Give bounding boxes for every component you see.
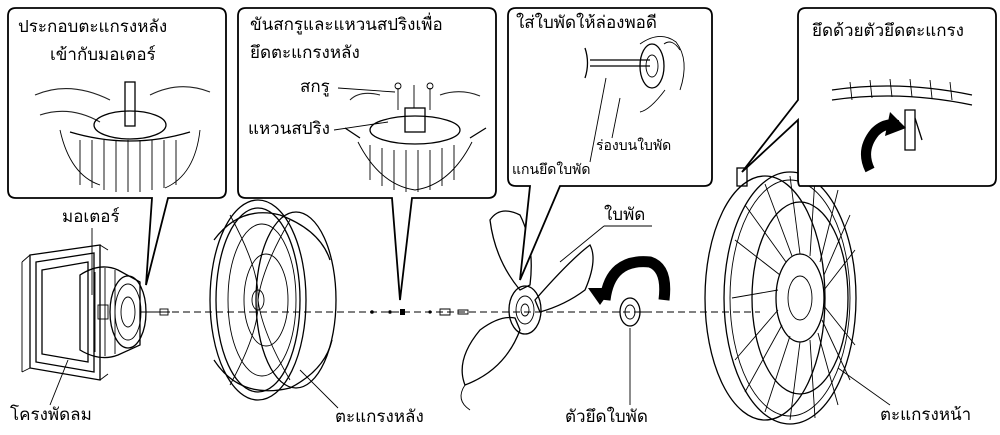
fan-body-leader — [49, 359, 69, 406]
spinner-label: ตัวยึดใบพัด — [565, 406, 648, 427]
screw-washer-parts — [370, 308, 469, 316]
callout-1-line-2: เข้ากับมอเตอร์ — [50, 45, 156, 65]
callout-step-3: ใส่ใบพัดให้ล่องพอดี ร่องบนใบพัด แกนยึดใบ… — [507, 7, 713, 281]
front-guard-label: ตะแกรงหน้า — [880, 405, 971, 425]
fan-body-illustration — [21, 244, 170, 381]
rear-guard-label: ตะแกรงหลัง — [335, 407, 424, 427]
callout-step-1: ประกอบตะแกรงหลัง เข้ากับมอเตอร์ — [7, 7, 227, 286]
motor-label: มอเตอร์ — [62, 207, 120, 227]
rear-guard-leader — [299, 369, 339, 409]
callout-2-line-2: ยึดตะแกรงหลัง — [250, 43, 360, 63]
front-guard-illustration — [704, 167, 857, 425]
spring-washer-label: แหวนสปริง — [248, 119, 330, 139]
rear-guard-illustration — [209, 199, 337, 401]
spinner-illustration — [588, 256, 671, 327]
callout-1-line-1: ประกอบตะแกรงหลัง — [18, 17, 167, 37]
callout-step-2: ขันสกรูและแหวนสปริงเพื่อ ยึดตะแกรงหลัง ส… — [237, 7, 497, 301]
callout-step-4: ยึดด้วยตัวยึดตะแกรง — [741, 7, 997, 187]
blade-illustration — [460, 210, 594, 411]
fan-body-label: โครงพัดลม — [10, 404, 92, 425]
screw-label: สกรู — [300, 77, 330, 97]
callout-4-line-1: ยึดด้วยตัวยึดตะแกรง — [812, 21, 964, 41]
front-guard-leader — [837, 367, 891, 406]
callout-2-line-1: ขันสกรูและแหวนสปริงเพื่อ — [250, 12, 443, 35]
callout-3-line-1: ใส่ใบพัดให้ล่องพอดี — [516, 12, 657, 33]
blade-leader — [559, 225, 605, 263]
blade-label: ใบพัด — [604, 204, 645, 225]
blade-groove-label: ร่องบนใบพัด — [596, 137, 671, 154]
callout-1-motor-detail — [34, 81, 211, 192]
callout-3-blade-detail — [584, 36, 685, 113]
callout-4-clip-detail — [831, 78, 973, 173]
callout-2-screw-detail — [344, 82, 487, 192]
blade-shaft-label: แกนยึดใบพัด — [512, 161, 590, 178]
